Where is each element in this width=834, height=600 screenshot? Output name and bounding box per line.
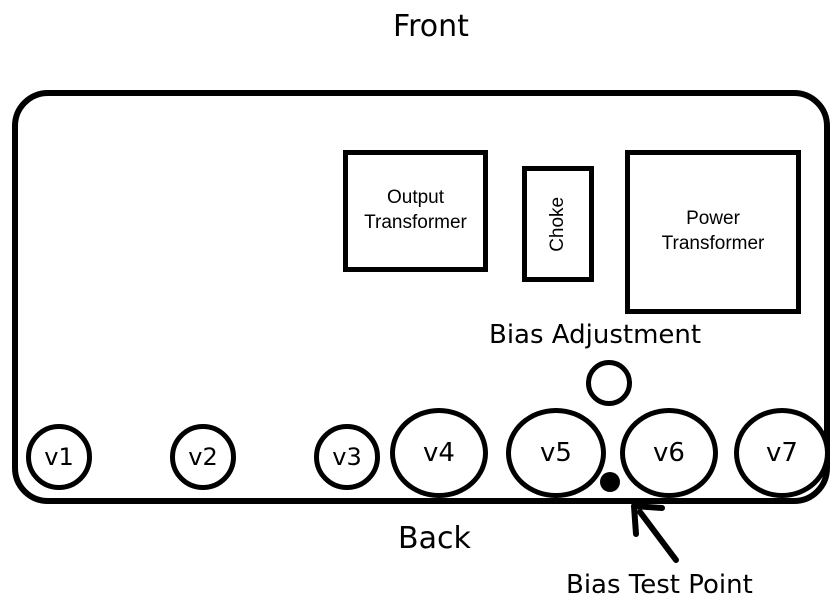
tube-v6-label: v6 — [653, 438, 685, 468]
bias-adjustment-knob — [586, 360, 632, 406]
back-label: Back — [398, 521, 471, 556]
tube-v3-label: v3 — [332, 443, 362, 471]
tube-v4-label: v4 — [423, 438, 455, 468]
tube-v5: v5 — [506, 408, 606, 498]
tube-v2: v2 — [170, 424, 236, 490]
tube-v1-label: v1 — [44, 443, 74, 471]
chassis-outline — [12, 90, 830, 504]
output-transformer: Output Transformer — [343, 150, 488, 272]
tube-v1: v1 — [26, 424, 92, 490]
tube-v7: v7 — [734, 408, 830, 498]
bias-adjustment-label: Bias Adjustment — [489, 320, 702, 350]
tube-v7-label: v7 — [766, 438, 798, 468]
power-transformer: Power Transformer — [625, 150, 801, 314]
tube-v6: v6 — [620, 408, 718, 498]
output-transformer-label: Output Transformer — [364, 187, 467, 233]
bias-test-point-label: Bias Test Point — [566, 570, 753, 600]
front-label: Front — [393, 9, 469, 44]
tube-v4: v4 — [390, 408, 488, 498]
tube-v2-label: v2 — [188, 443, 218, 471]
bias-test-point-dot — [600, 472, 620, 492]
power-transformer-label: Power Transformer — [661, 208, 765, 254]
choke: Choke — [522, 166, 594, 282]
tube-v5-label: v5 — [540, 438, 572, 468]
tube-v3: v3 — [314, 424, 380, 490]
